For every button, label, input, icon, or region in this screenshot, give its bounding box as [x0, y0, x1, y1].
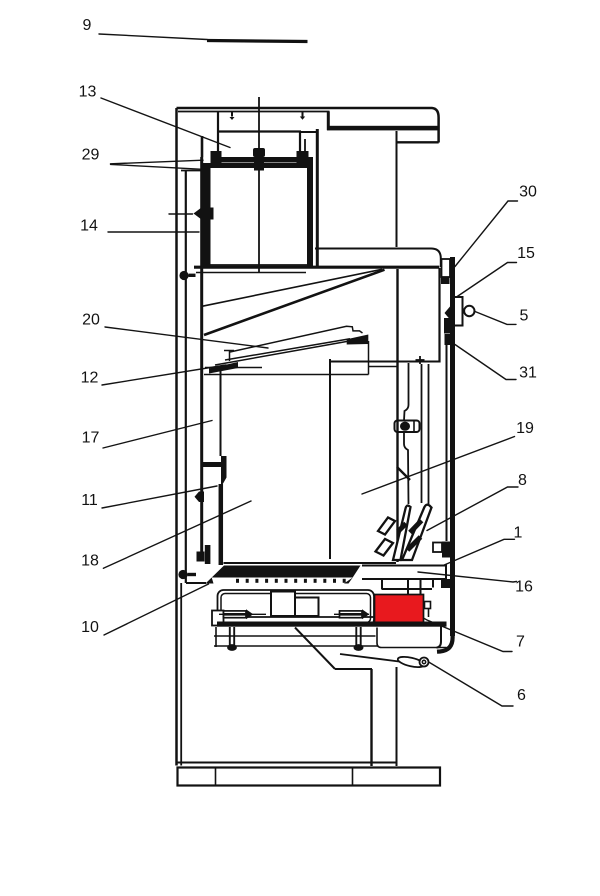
svg-text:12: 12	[81, 370, 99, 387]
svg-text:9: 9	[83, 17, 92, 34]
svg-text:20: 20	[82, 312, 100, 329]
svg-text:13: 13	[79, 84, 97, 101]
svg-text:18: 18	[81, 553, 99, 570]
svg-text:16: 16	[515, 579, 533, 596]
svg-text:30: 30	[519, 184, 537, 201]
svg-text:10: 10	[81, 619, 99, 636]
svg-text:29: 29	[82, 147, 100, 164]
svg-text:19: 19	[516, 420, 534, 437]
svg-text:6: 6	[517, 687, 526, 704]
svg-text:1: 1	[514, 525, 523, 542]
svg-text:14: 14	[80, 218, 98, 235]
svg-text:8: 8	[518, 472, 527, 489]
svg-text:17: 17	[82, 430, 100, 447]
svg-text:15: 15	[517, 245, 535, 262]
svg-text:7: 7	[516, 634, 525, 651]
svg-text:5: 5	[520, 308, 529, 325]
svg-text:31: 31	[519, 365, 537, 382]
svg-text:11: 11	[81, 492, 98, 509]
